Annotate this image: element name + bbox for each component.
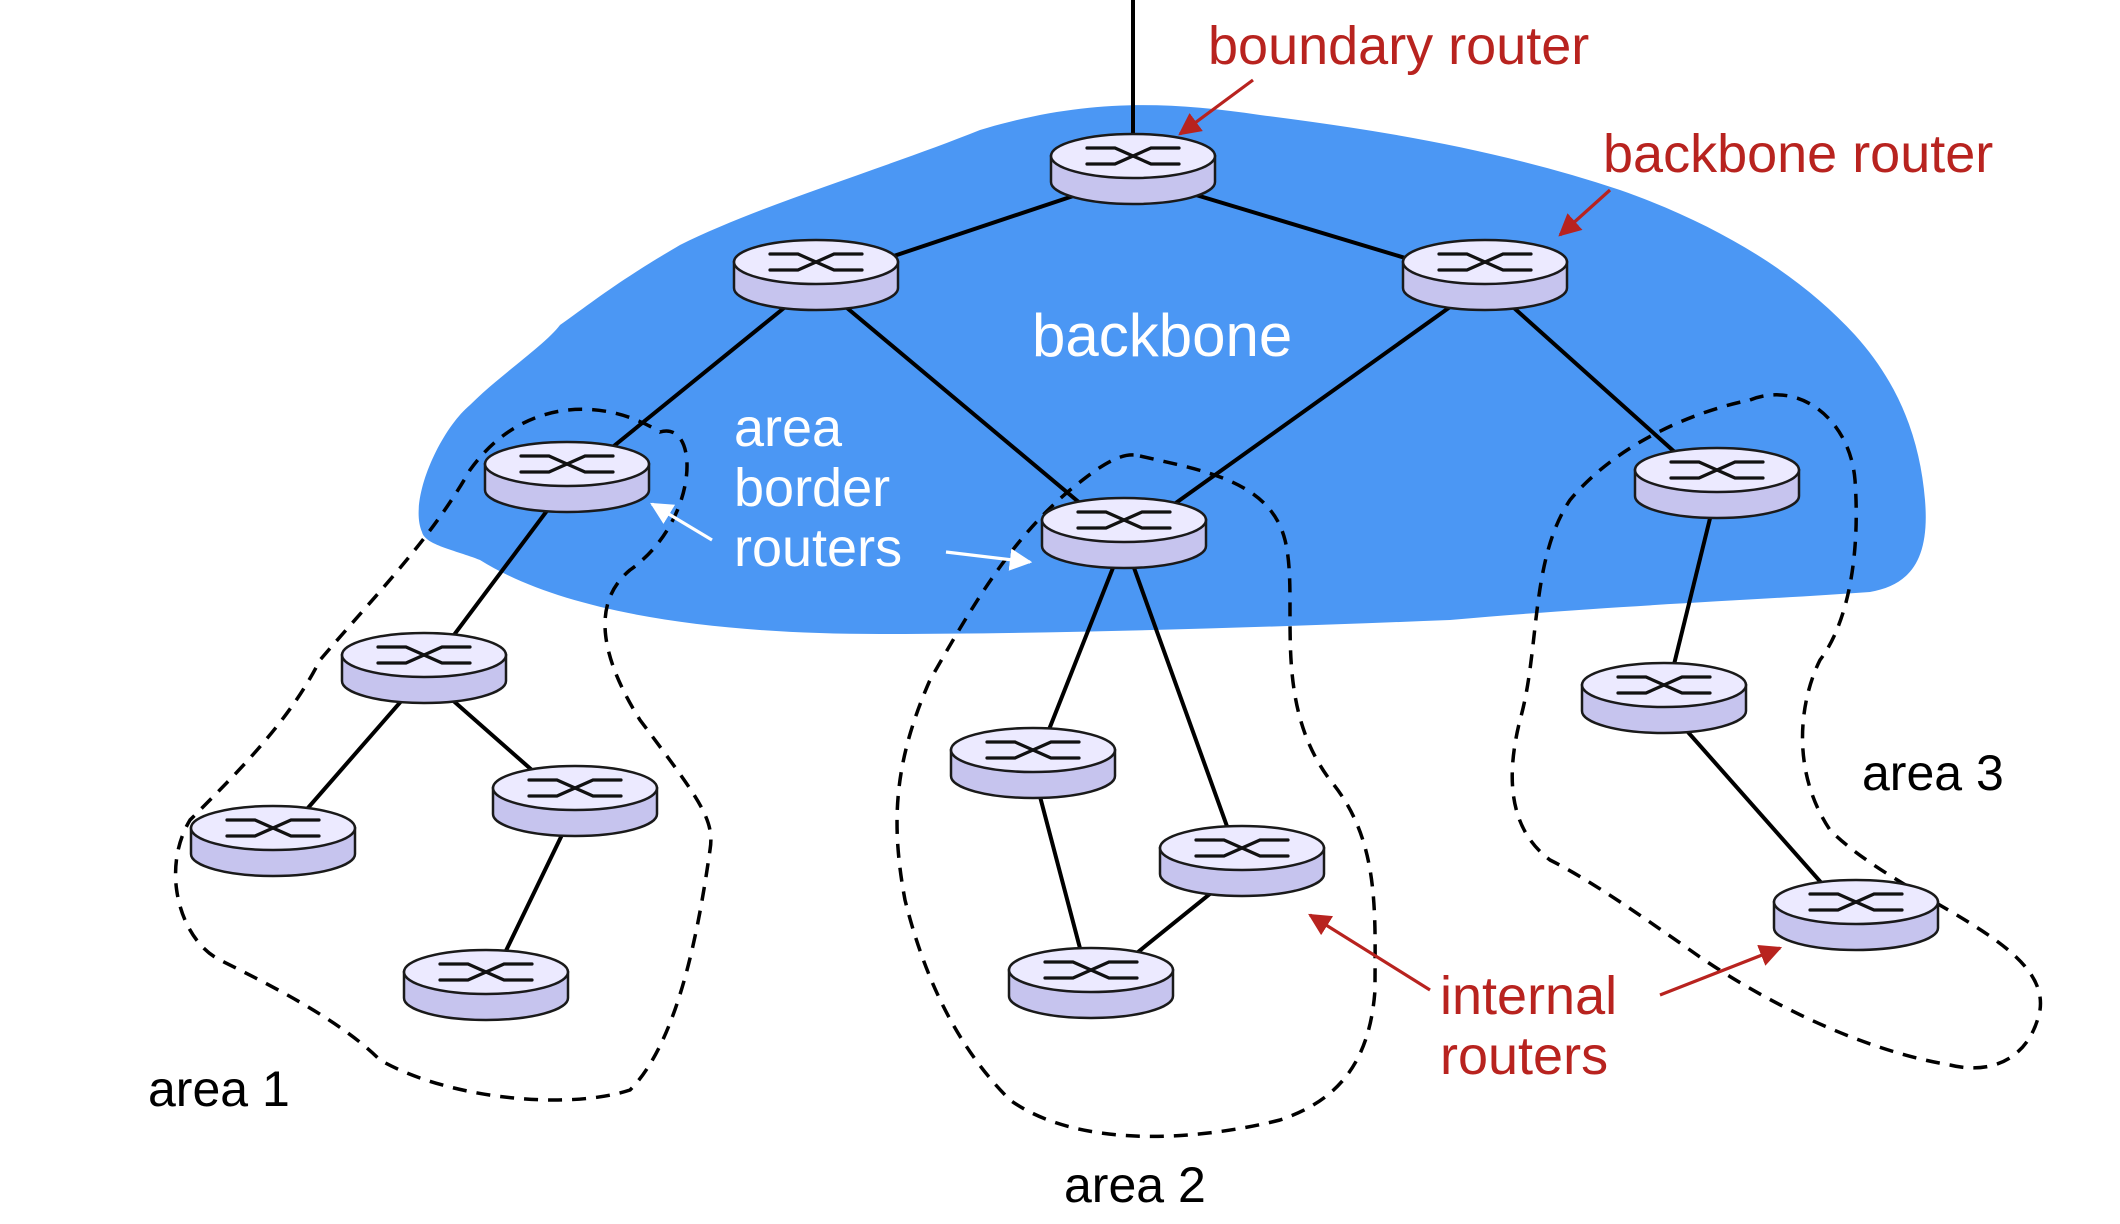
- area-border-routers-label-line1: area: [734, 398, 843, 458]
- backbone-label: backbone: [1032, 302, 1292, 369]
- backbone-area: [418, 105, 1926, 634]
- area3-router-a-icon: [1580, 661, 1748, 735]
- internal-routers-label-line1: internal: [1440, 966, 1617, 1026]
- area2-router-c-icon: [1007, 946, 1175, 1020]
- area-border-router-1-icon: [483, 440, 651, 514]
- area1-label: area 1: [148, 1061, 290, 1117]
- area2-router-a-icon: [949, 726, 1117, 800]
- boundary-router-label: boundary router: [1208, 16, 1589, 76]
- area2-label: area 2: [1064, 1157, 1206, 1213]
- backbone-router-left-icon: [732, 238, 900, 312]
- area-border-router-2-icon: [1040, 496, 1208, 570]
- area2-router-b-icon: [1158, 824, 1326, 898]
- area1-router-b-icon: [189, 804, 357, 878]
- area-border-arrow-2: [945, 548, 1033, 571]
- backbone-router-label: backbone router: [1603, 124, 1993, 184]
- internal-router-arrow-2: [1659, 944, 1783, 997]
- area3-label: area 3: [1862, 745, 2004, 801]
- internal-router-arrow-1: [1308, 913, 1431, 992]
- area3-router-b-icon: [1772, 878, 1940, 952]
- area1-router-a-icon: [340, 631, 508, 705]
- annotation-arrows: [650, 78, 1783, 997]
- area1-boundary: [173, 407, 713, 1102]
- boundary-router-icon: [1049, 132, 1217, 206]
- area2-boundary: [895, 453, 1377, 1139]
- area-border-routers-label-line3: routers: [734, 518, 902, 578]
- area3-boundary: [1510, 393, 2043, 1070]
- area-border-routers-label-line2: border: [734, 458, 890, 518]
- area-border-router-3-icon: [1633, 446, 1801, 520]
- area1-router-c-icon: [491, 764, 659, 838]
- backbone-router-right-icon: [1401, 238, 1569, 312]
- backbone-router-arrow: [1558, 188, 1612, 237]
- internal-routers-label-line2: routers: [1440, 1026, 1608, 1086]
- boundary-router-arrow: [1178, 78, 1254, 136]
- area1-router-d-icon: [402, 948, 570, 1022]
- area-border-arrow-1: [650, 502, 713, 542]
